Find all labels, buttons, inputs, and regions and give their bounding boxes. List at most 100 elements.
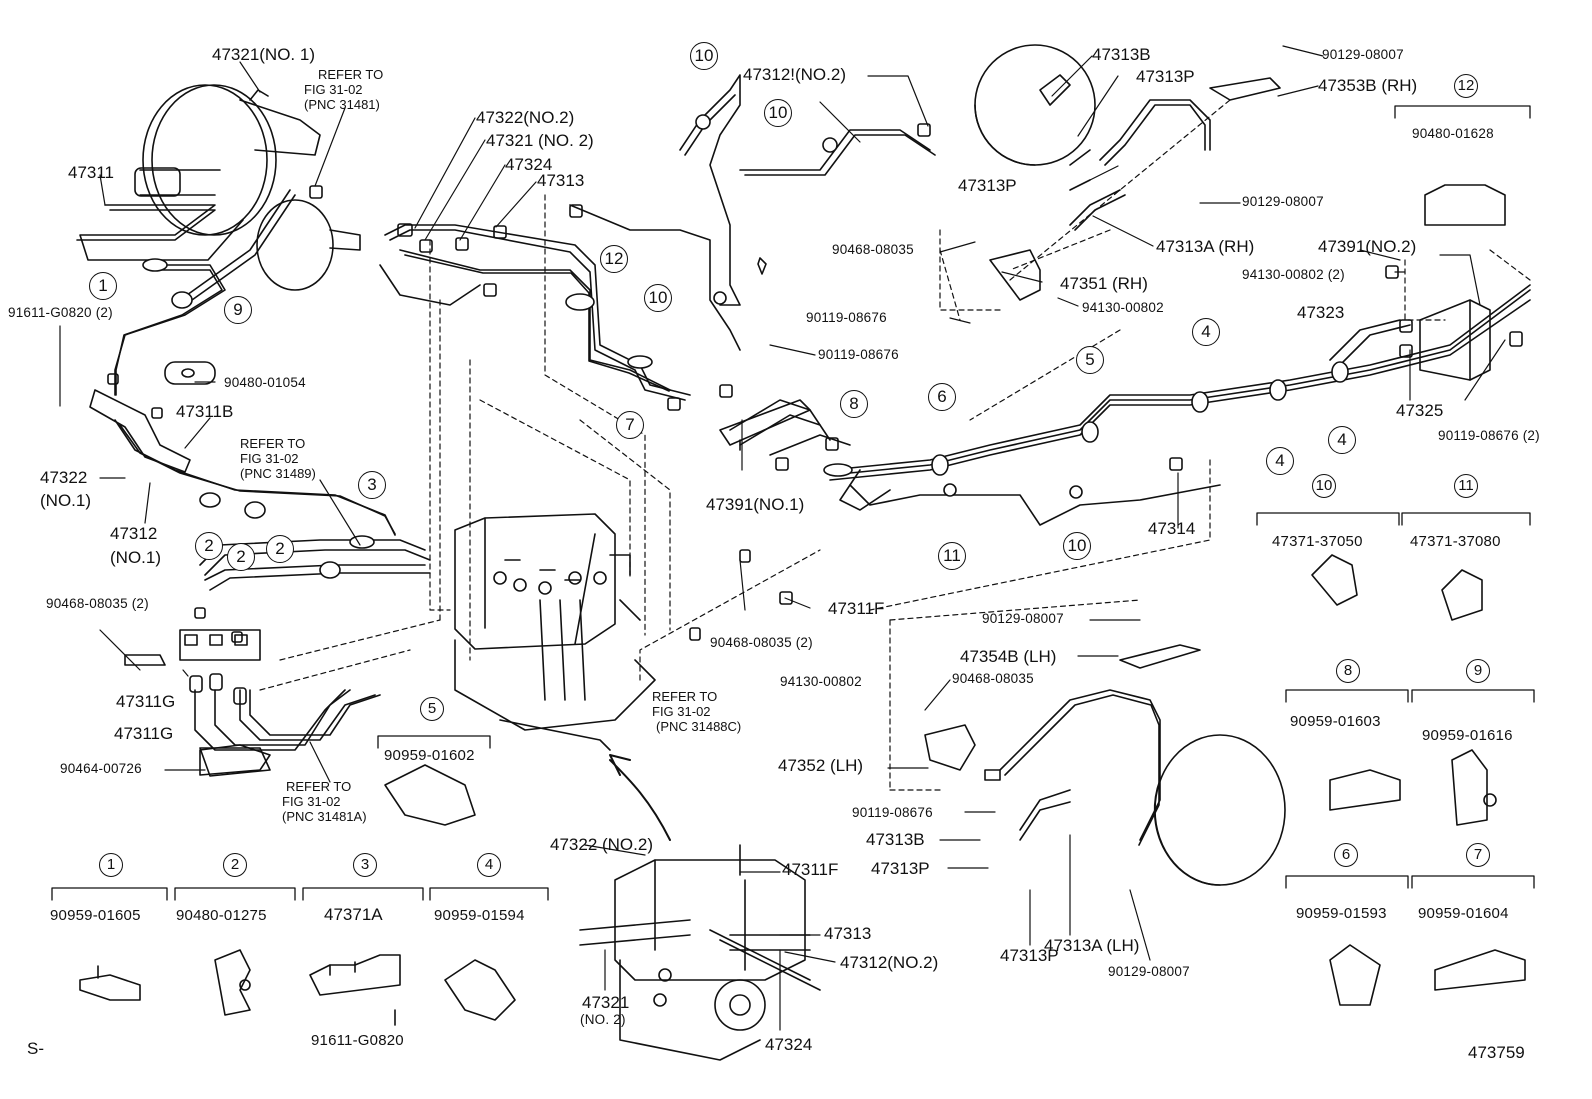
refer-to-31488c-line1: REFER TO <box>652 689 718 704</box>
label-91611-g0820: 91611-G0820 (2) <box>8 305 113 320</box>
label-90119-08676-2: 90119-08676 (2) <box>1438 428 1540 443</box>
legend-part-4: 90959-01594 <box>434 907 525 924</box>
callout-7: 7 <box>616 411 644 439</box>
legend-num-10: 10 <box>1312 474 1336 498</box>
refer-to-31481a-line3: (PNC 31481A) <box>282 809 367 824</box>
bracket-47391-no1 <box>720 258 810 450</box>
callout-2a: 2 <box>195 532 223 560</box>
label-47322-no2-bot: 47322 (NO.2) <box>550 835 653 854</box>
label-47313a-rh: 47313A (RH) <box>1156 237 1255 256</box>
bracket-left <box>90 362 260 665</box>
label-47324-bot: 47324 <box>765 1035 813 1054</box>
legend-num-8: 8 <box>1336 659 1360 683</box>
legend-part-6: 90959-01593 <box>1296 905 1387 922</box>
callout-6: 6 <box>928 383 956 411</box>
label-90119-08676-rh: 90119-08676 <box>806 310 887 325</box>
label-47311: 47311 <box>68 163 115 182</box>
clamp-illustrations <box>80 185 1525 1025</box>
callout-2c: 2 <box>266 535 294 563</box>
label-47354b-lh: 47354B (LH) <box>960 647 1057 666</box>
callout-2b: 2 <box>227 543 255 571</box>
label-94130-00802-lh: 94130-00802 <box>780 674 862 689</box>
label-90480-01054: 90480-01054 <box>224 375 306 390</box>
label-47313p-lh2: 47313P <box>1000 946 1059 965</box>
legend-part-9: 90959-01616 <box>1422 727 1513 744</box>
brake-lines-center <box>380 75 935 400</box>
legend-part-3: 47371A <box>324 905 383 924</box>
label-90468-08035-lh: 90468-08035 <box>952 671 1034 686</box>
label-47312-no1: 47312 <box>110 524 158 543</box>
label-47311b: 47311B <box>176 402 234 421</box>
leader-lines <box>60 46 1505 1030</box>
label-47391-no2: 47391(NO.2) <box>1318 237 1417 256</box>
label-47312-no1-sub: (NO.1) <box>110 548 161 567</box>
label-47391-no1: 47391(NO.1) <box>706 495 805 514</box>
drawing-number: 473759 <box>1468 1043 1525 1062</box>
abs-actuator-bottom <box>580 755 820 1060</box>
label-47313-bot: 47313 <box>824 924 872 943</box>
callout-9: 9 <box>224 296 252 324</box>
label-47313p-top: 47313P <box>1136 67 1195 86</box>
legend-brackets <box>52 106 1534 900</box>
callout-10b: 10 <box>764 99 792 127</box>
refer-to-31488c-line3: (PNC 31488C) <box>656 719 742 734</box>
label-47322-no1: 47322 <box>40 468 88 487</box>
label-47321-no1: 47321(NO. 1) <box>212 45 315 64</box>
legend-num-11: 11 <box>1454 474 1478 498</box>
legend-part-1: 90959-01605 <box>50 907 141 924</box>
callout-10a: 10 <box>690 42 718 70</box>
refer-to-31481a-line1: REFER TO <box>286 779 352 794</box>
callout-8: 8 <box>840 390 868 418</box>
dashed-guides <box>260 100 1530 790</box>
callout-10c: 10 <box>644 284 672 312</box>
legend-part-10: 47371-37050 <box>1272 533 1363 550</box>
label-47311g-a: 47311G <box>116 692 176 711</box>
label-47313p-lh: 47313P <box>871 859 930 878</box>
clamp-ovals <box>143 115 1348 578</box>
label-47311f-bot: 47311F <box>782 860 839 879</box>
legend-num-12: 12 <box>1454 74 1478 98</box>
callout-3: 3 <box>358 471 386 499</box>
abs-actuator-illustration <box>455 514 655 750</box>
label-47323: 47323 <box>1297 303 1345 322</box>
refer-to-31488c-line2: FIG 31-02 <box>652 704 711 719</box>
legend-part-2: 90480-01275 <box>176 907 267 924</box>
callout-4a: 4 <box>1192 318 1220 346</box>
callout-12: 12 <box>600 245 628 273</box>
label-47353b-rh: 47353B (RH) <box>1318 76 1418 95</box>
legend-num-1: 1 <box>99 853 123 877</box>
refer-to-31489-line1: REFER TO <box>240 436 306 451</box>
refer-to-31489-line2: FIG 31-02 <box>240 451 299 466</box>
legend-num-3: 3 <box>353 853 377 877</box>
label-94130-00802-rh: 94130-00802 <box>1082 300 1164 315</box>
label-47352-lh: 47352 (LH) <box>778 756 864 775</box>
label-47314: 47314 <box>1148 519 1196 538</box>
refer-to-31481a-line2: FIG 31-02 <box>282 794 341 809</box>
label-47312-no2-top: 47312!(NO.2) <box>743 65 846 84</box>
label-90129-08007-mid: 90129-08007 <box>1242 194 1324 209</box>
label-47321-no2-bot-sub: (NO. 2) <box>580 1012 626 1027</box>
label-47321-no2: 47321 (NO. 2) <box>486 131 594 150</box>
label-47313a-lh: 47313A (LH) <box>1044 936 1140 955</box>
label-90468-08035-rh: 90468-08035 <box>832 242 914 257</box>
label-47311f-mid: 47311F <box>828 599 885 618</box>
legend-part-5: 90959-01602 <box>384 747 475 764</box>
legend-num-6: 6 <box>1334 843 1358 867</box>
label-90129-08007-lh: 90129-08007 <box>982 611 1064 626</box>
rotor-rh-illustration <box>975 45 1280 300</box>
label-90468-08035-2-left: 90468-08035 (2) <box>46 596 149 611</box>
legend-num-7: 7 <box>1466 843 1490 867</box>
label-47322-no2: 47322(NO.2) <box>476 108 575 127</box>
label-47313: 47313 <box>537 171 585 190</box>
refer-to-31481-line3: (PNC 31481) <box>304 97 380 112</box>
brake-booster-illustration <box>135 85 360 290</box>
legend-part-8: 90959-01603 <box>1290 713 1381 730</box>
label-47312-no2-bot: 47312(NO.2) <box>840 953 939 972</box>
brake-lines-left <box>77 190 430 590</box>
legend-part-7: 90959-01604 <box>1418 905 1509 922</box>
legend-num-2: 2 <box>223 853 247 877</box>
label-90129-08007-top: 90129-08007 <box>1322 47 1404 62</box>
label-90129-08007-bot: 90129-08007 <box>1108 964 1190 979</box>
